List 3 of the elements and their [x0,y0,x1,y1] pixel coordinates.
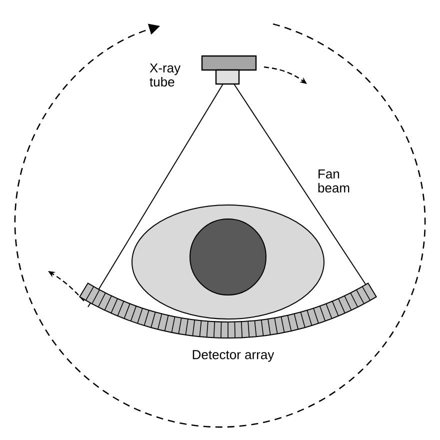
label: X-ray tube [150,63,181,87]
label: Fan beam [318,169,350,193]
label: Detector array [192,350,274,362]
